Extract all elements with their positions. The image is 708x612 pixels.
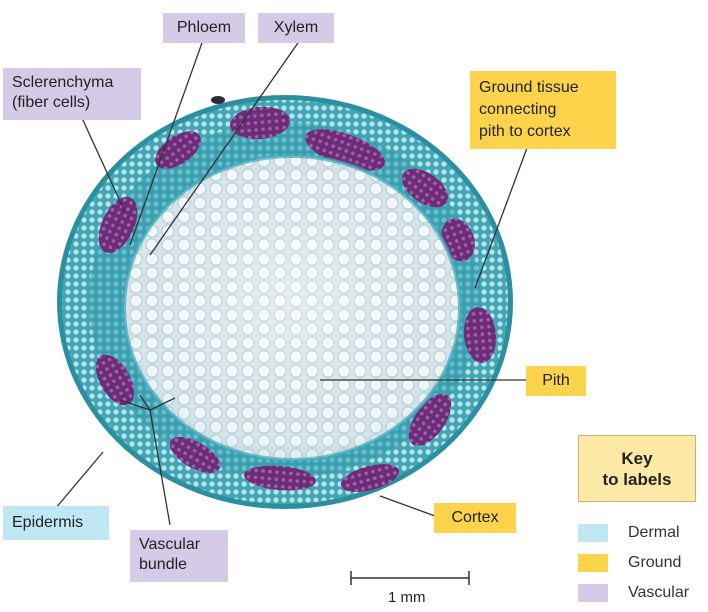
cortex-leader: [379, 495, 436, 517]
vascular-bundle-shape: [305, 129, 385, 171]
leader-lines: [54, 39, 528, 526]
vascular-bundles: [95, 106, 497, 492]
tissue-spot: [211, 96, 225, 104]
key-label-dermal: Dermal: [628, 524, 680, 541]
xylem-leader: [149, 39, 301, 256]
key-swatch-dermal: [578, 524, 608, 542]
phloem-label: Phloem: [163, 13, 245, 43]
key-label-ground: Ground: [628, 554, 682, 571]
vascular-bundle-shape: [402, 168, 448, 208]
vascular-bundle-shape: [95, 354, 135, 406]
sclerenchyma-label: Sclerenchyma (fiber cells): [3, 68, 141, 120]
epidermis-label: Epidermis: [3, 506, 109, 540]
vascular-bundle-shape: [230, 106, 290, 140]
pith-region: [122, 154, 462, 462]
ground-tissue-label: Ground tissue connecting pith to cortex: [470, 71, 616, 149]
pith-label: Pith: [526, 366, 586, 396]
ground-tissue-leader: [474, 147, 528, 289]
vascular-bundle-shape: [98, 196, 138, 254]
key-swatch-ground: [578, 554, 608, 572]
key-swatch-vascular: [578, 584, 608, 602]
vascular-bundle-shape: [169, 437, 221, 473]
vascular-bundle-shape: [340, 464, 400, 492]
key-label-vascular: Vascular: [628, 584, 690, 601]
cortex-label: Cortex: [434, 503, 516, 533]
vascular-bundle-shape: [408, 393, 452, 447]
pith-border: [122, 154, 462, 462]
phloem-leader: [129, 39, 204, 246]
scale-bar: [350, 571, 470, 585]
vascular-bundle-leader-branch: [119, 397, 176, 411]
vascular-bundle-shape: [463, 307, 497, 363]
key-title: Key to labels: [578, 435, 696, 502]
scale-bar-label: 1 mm: [388, 589, 426, 606]
pith-shading: [124, 156, 460, 460]
vascular-bundle-shape: [244, 465, 316, 491]
xylem-label: Xylem: [258, 13, 334, 43]
epidermis-leader: [54, 451, 104, 510]
vascular-bundle-shape: [155, 131, 201, 169]
vascular-bundle-label: Vascular bundle: [130, 530, 228, 582]
sclerenchyma-leader: [81, 117, 126, 213]
